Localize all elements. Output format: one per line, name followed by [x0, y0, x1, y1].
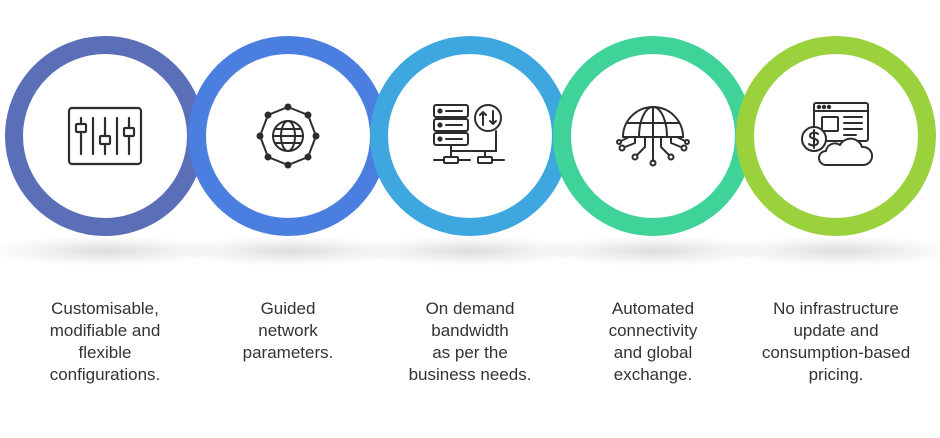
ring-customisable [5, 36, 205, 236]
caption-line: connectivity [608, 321, 698, 340]
caption-line: network [258, 321, 318, 340]
shadow [725, 236, 940, 266]
caption-line: and global [613, 343, 693, 362]
network-globe-icon [256, 103, 320, 169]
ring-pricing [736, 36, 936, 236]
caption-line: On demand [425, 299, 515, 318]
ring-connectivity [553, 36, 753, 236]
caption-line: parameters. [242, 343, 334, 362]
ring-shadows [0, 236, 940, 276]
caption-line: update and [793, 321, 879, 340]
globe-circuit-icon [616, 106, 690, 167]
caption-line: Customisable, [51, 299, 159, 318]
caption-line: flexible [78, 343, 132, 362]
caption-connectivity: Automated connectivity and global exchan… [553, 298, 753, 386]
caption-line: business needs. [408, 365, 532, 384]
caption-line: consumption-based [761, 343, 911, 362]
ring-guided [188, 36, 388, 236]
caption-line: exchange. [613, 365, 693, 384]
caption-guided: Guided network parameters. [188, 298, 388, 364]
ring-bandwidth [370, 36, 570, 236]
caption-line: Automated [611, 299, 695, 318]
caption-line: pricing. [808, 365, 864, 384]
caption-line: bandwidth [431, 321, 509, 340]
caption-customisable: Customisable, modifiable and flexible co… [5, 298, 205, 386]
caption-line: as per the [432, 343, 508, 362]
caption-line: modifiable and [49, 321, 161, 340]
caption-bandwidth: On demand bandwidth as per the business … [370, 298, 570, 386]
shadow [175, 236, 405, 266]
shadow [355, 236, 585, 266]
caption-line: Guided [260, 299, 316, 318]
caption-line: configurations. [49, 365, 161, 384]
cloud-pricing-icon [801, 102, 873, 166]
server-transfer-icon [433, 104, 505, 164]
sliders-icon [67, 106, 143, 166]
caption-line: No infrastructure [773, 299, 899, 318]
caption-pricing: No infrastructure update and consumption… [736, 298, 936, 386]
shadow [540, 236, 770, 266]
shadow [0, 236, 220, 266]
